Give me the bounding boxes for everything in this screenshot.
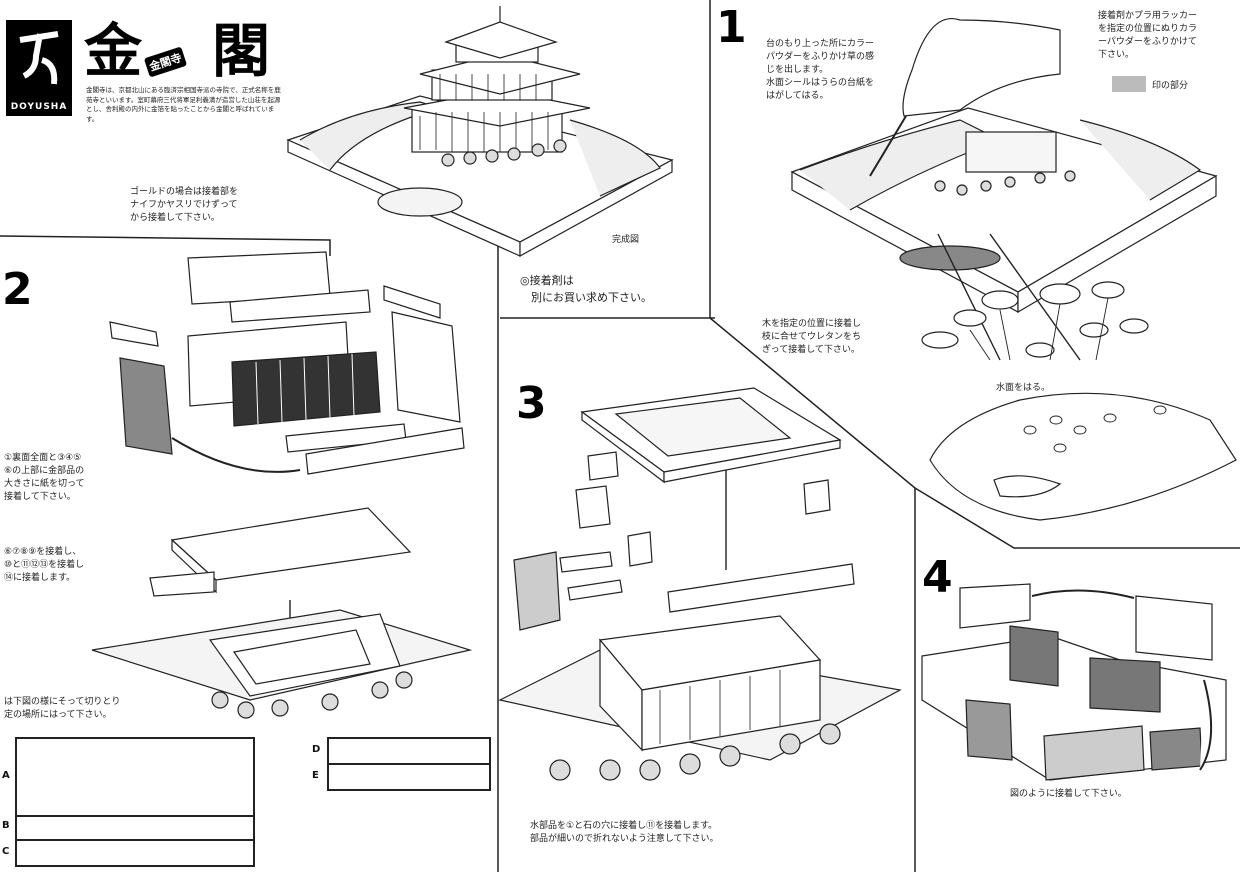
completed-caption: 完成図 (612, 235, 640, 245)
step4-parts (921, 583, 1227, 781)
step2-parts (91, 251, 473, 719)
step1-legend-label: 印の部分 (1152, 81, 1189, 91)
step1-base (790, 18, 1237, 521)
logo-mark (19, 31, 59, 85)
panel-divider (914, 487, 1240, 549)
step1-pond-note: 水面をはる。 (996, 383, 1051, 393)
box-label-a: A (2, 770, 10, 781)
panel-divider (709, 0, 916, 872)
step2-note-3: は下図の様にそって切りとり 定の場所にはって下さい。 (4, 697, 121, 720)
step4-note: 図のように接着して下さい。 (1010, 789, 1127, 799)
doyusha-logo: DOYUSHA (6, 20, 72, 116)
completed-diorama (286, 6, 674, 258)
step2-note-1: ①裏面全面と③④⑤ ⑥の上部に金部品の 大きさに紙を切って 接着して下さい。 (4, 453, 85, 502)
box-label-d: D (312, 744, 321, 755)
gold-note: ゴールドの場合は接着部を ナイフかヤスリでけずって から接着して下さい。 (130, 187, 239, 223)
logo-text: DOYUSHA (10, 102, 68, 112)
step3-number: 3 (516, 378, 547, 429)
step3-note: 水部品を①と石の穴に接着し⑪を接着します。 部品が細いので折れないよう注意して下… (530, 821, 719, 844)
step4-number: 4 (922, 552, 953, 603)
step1-number: 1 (716, 2, 747, 53)
step2-note-2: ⑥⑦⑧⑨を接着し、 ⑩と⑪⑫⑬を接着し ⑭に接着します。 (4, 547, 85, 583)
step3-parts (498, 387, 902, 781)
step1-instruction-left: 台のもり上った所にカラー パウダーをふりかけ草の感 じを出します。 水面シールは… (766, 39, 875, 101)
panel-divider (0, 235, 331, 256)
box-label-b: B (2, 820, 10, 831)
title-char-gold: 金 (84, 17, 143, 85)
step2-label-boxes (15, 737, 491, 867)
box-label-c: C (2, 846, 10, 857)
step1-tree-note: 木を指定の位置に接着し 枝に合せてウレタンをち ぎって接着して下さい。 (762, 319, 862, 355)
adhesive-note: ◎接着剤は 別にお買い求め下さい。 (520, 274, 652, 304)
title-char-pavilion: 閣 (212, 17, 271, 85)
header-description: 金閣寺は、京都北山にある臨済宗相国寺派の寺院で、正式名称を鹿苑寺といいます。室町… (86, 86, 281, 123)
box-label-e: E (312, 770, 319, 781)
step1-instruction-right: 接着剤かプラ用ラッカー を指定の位置にぬりカラ ーパウダーをふりかけて 下さい。 (1098, 11, 1198, 60)
step2-number: 2 (2, 264, 33, 315)
